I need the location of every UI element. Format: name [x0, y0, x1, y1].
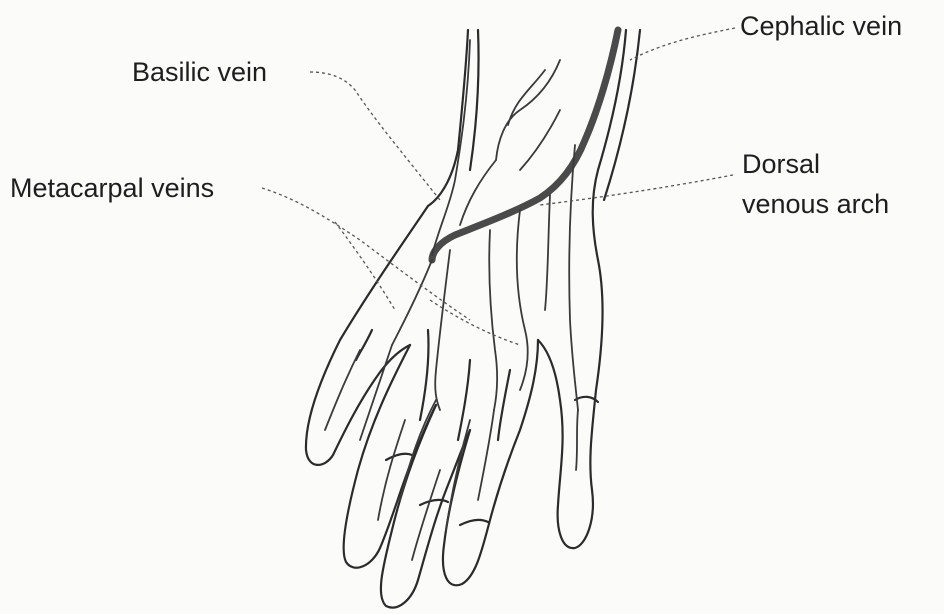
leader-cephalic: [630, 28, 735, 60]
leader-dorsal: [540, 175, 733, 205]
label-dorsal-venous-arch-line2: venous arch: [742, 188, 889, 221]
label-dorsal-venous-arch-line1: Dorsal: [742, 148, 820, 181]
label-cephalic-vein: Cephalic vein: [740, 10, 902, 43]
leader-lines: [262, 28, 735, 345]
leader-basilic: [310, 72, 440, 200]
hand-outline: [306, 30, 640, 608]
label-metacarpal-veins: Metacarpal veins: [10, 172, 214, 205]
label-basilic-vein: Basilic vein: [132, 56, 267, 89]
